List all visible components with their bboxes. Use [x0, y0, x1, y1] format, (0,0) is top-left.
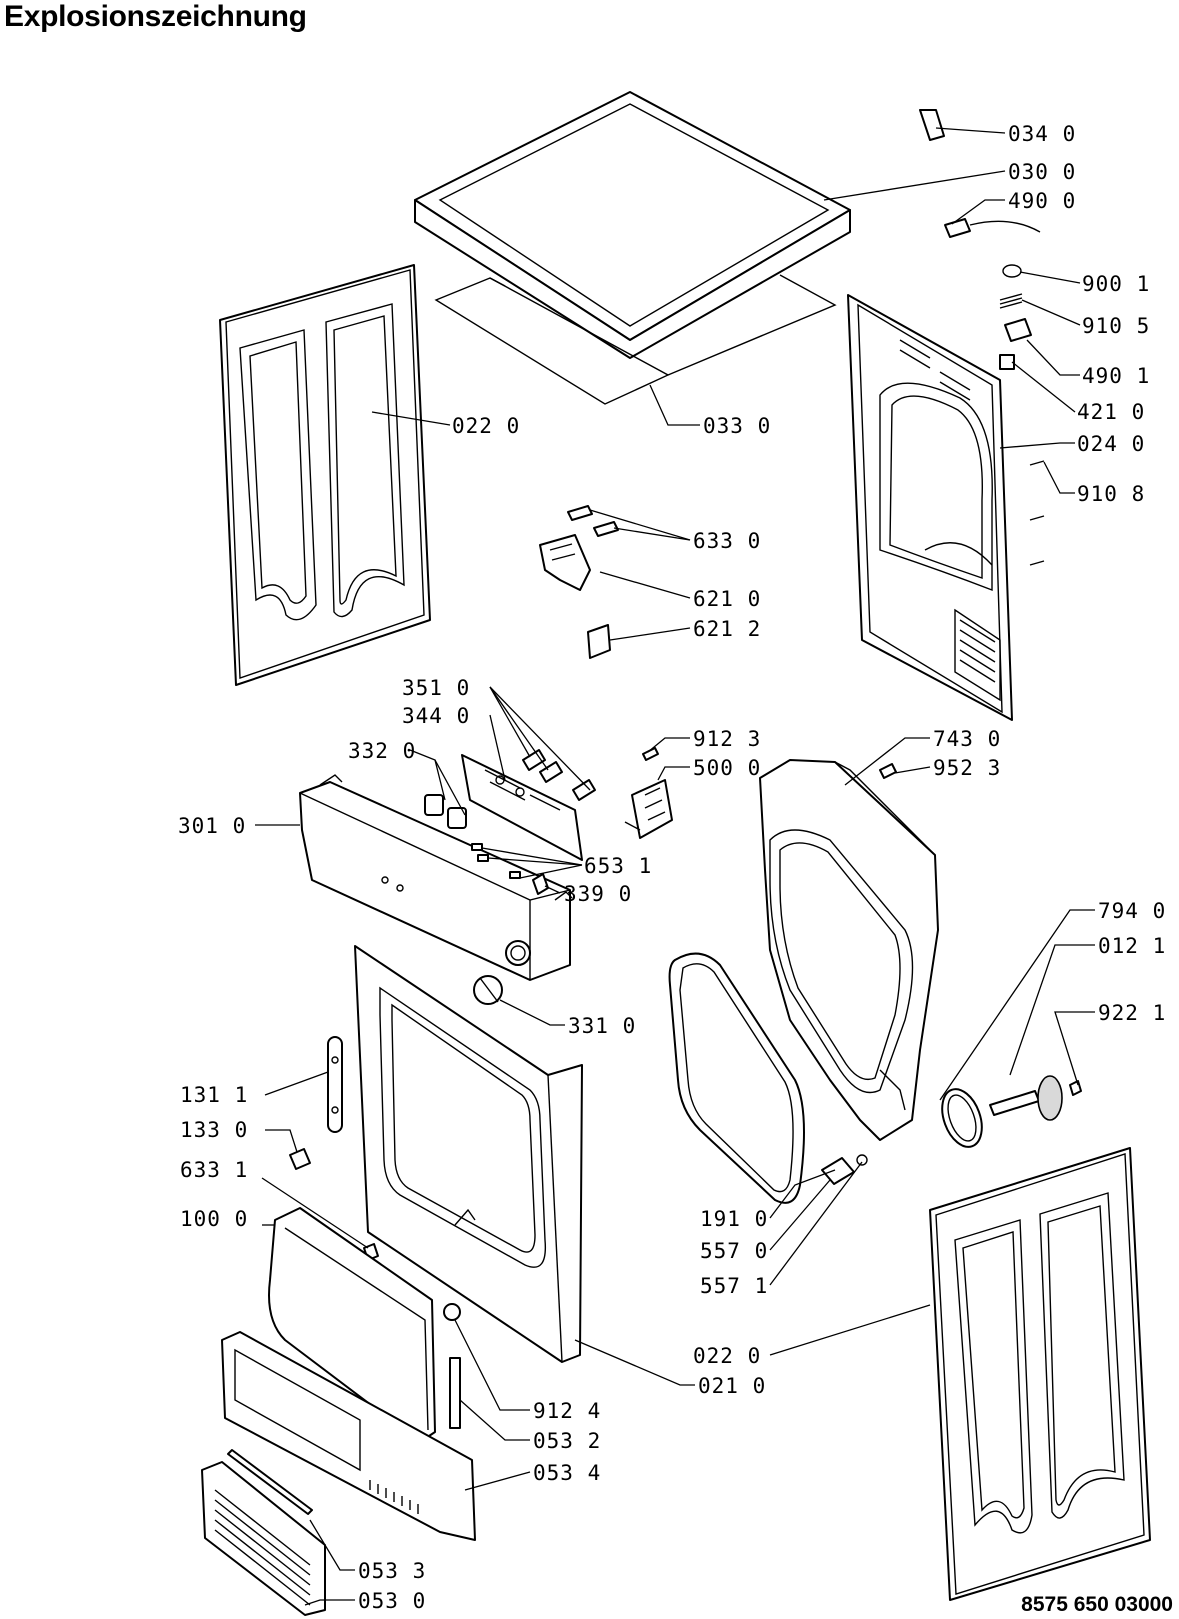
- fluff-filter: [941, 1075, 1082, 1148]
- label-500-0: 500 0: [693, 756, 761, 780]
- label-301-0: 301 0: [178, 814, 246, 838]
- label-339-0: 339 0: [564, 882, 632, 906]
- label-912-4: 912 4: [533, 1399, 601, 1423]
- plinth: [221, 1331, 476, 1541]
- label-012-1: 012 1: [1098, 934, 1166, 958]
- label-351-0: 351 0: [402, 676, 470, 700]
- label-024-0: 024 0: [1077, 432, 1145, 456]
- program-knob: [473, 975, 503, 1005]
- label-912-3: 912 3: [693, 727, 761, 751]
- document-number: 8575 650 03000: [1021, 1593, 1173, 1616]
- label-421-0: 421 0: [1077, 400, 1145, 424]
- electronic-board: [461, 754, 583, 861]
- kick-door: [268, 1207, 436, 1443]
- label-191-0: 191 0: [700, 1207, 768, 1231]
- label-952-3: 952 3: [933, 756, 1001, 780]
- label-910-8: 910 8: [1077, 482, 1145, 506]
- top-frame: [434, 274, 837, 405]
- air-grill: [201, 1449, 326, 1616]
- door-latch: [443, 1303, 461, 1429]
- label-621-0: 621 0: [693, 587, 761, 611]
- label-344-0: 344 0: [402, 704, 470, 728]
- label-743-0: 743 0: [933, 727, 1001, 751]
- label-021-0: 021 0: [698, 1374, 766, 1398]
- label-922-1: 922 1: [1098, 1001, 1166, 1025]
- timer-switch: [624, 779, 673, 839]
- front-bulkhead: [759, 759, 939, 1141]
- label-621-2: 621 2: [693, 617, 761, 641]
- label-490-1: 490 1: [1082, 364, 1150, 388]
- label-633-0: 633 0: [693, 529, 761, 553]
- label-653-1: 653 1: [584, 854, 652, 878]
- label-794-0: 794 0: [1098, 899, 1166, 923]
- door-seal: [668, 952, 805, 1204]
- leader-lines: [255, 127, 1095, 1606]
- label-033-0: 033 0: [703, 414, 771, 438]
- label-053-0: 053 0: [358, 1589, 426, 1613]
- label-053-3: 053 3: [358, 1559, 426, 1583]
- label-332-0: 332 0: [348, 739, 416, 763]
- label-100-0: 100 0: [180, 1207, 248, 1231]
- label-900-1: 900 1: [1082, 272, 1150, 296]
- label-034-0: 034 0: [1008, 122, 1076, 146]
- label-331-0: 331 0: [568, 1014, 636, 1038]
- page-title: Explosionszeichnung: [4, 0, 307, 33]
- right-side-panel: [929, 1147, 1151, 1601]
- back-panel: [847, 294, 1013, 721]
- front-panel: [354, 945, 583, 1363]
- label-557-1: 557 1: [700, 1274, 768, 1298]
- label-022-0-right: 022 0: [693, 1344, 761, 1368]
- label-490-0: 490 0: [1008, 189, 1076, 213]
- label-131-1: 131 1: [180, 1083, 248, 1107]
- thermostats: [539, 505, 619, 659]
- label-030-0: 030 0: [1008, 160, 1076, 184]
- label-633-1: 633 1: [180, 1158, 248, 1182]
- label-910-5: 910 5: [1082, 314, 1150, 338]
- label-022-0-left: 022 0: [452, 414, 520, 438]
- small-parts-top-right: [642, 109, 1045, 779]
- label-053-4: 053 4: [533, 1461, 601, 1485]
- control-panel: [299, 774, 573, 981]
- hinge-parts: [821, 1154, 868, 1185]
- left-side-panel: [219, 264, 431, 686]
- label-053-2: 053 2: [533, 1429, 601, 1453]
- part-labels: 034 0 030 0 490 0 900 1 910 5 490 1 421 …: [178, 122, 1166, 1613]
- label-133-0: 133 0: [180, 1118, 248, 1142]
- top-cover: [414, 91, 851, 359]
- label-557-0: 557 0: [700, 1239, 768, 1263]
